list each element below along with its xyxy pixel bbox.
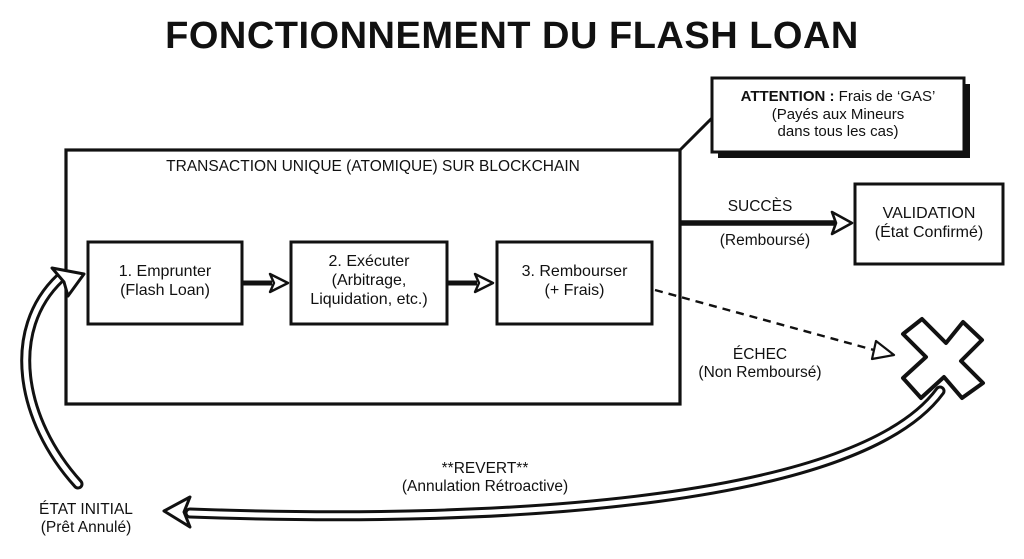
attention-gas: Frais de ‘GAS’ <box>838 88 936 105</box>
step-2-line1: 2. Exécuter <box>328 253 410 270</box>
attention-label: ATTENTION : <box>740 88 835 105</box>
step-3-line1: 3. Rembourser <box>521 263 628 280</box>
failure-line1: ÉCHEC <box>732 346 788 363</box>
step-1-label: 1. Emprunter (Flash Loan) <box>88 263 242 301</box>
revert-arrow <box>162 385 946 529</box>
validation-box <box>853 182 1005 266</box>
success-arrow <box>680 210 854 236</box>
initial-state-label: ÉTAT INITIAL (Prêt Annulé) <box>6 501 166 538</box>
step-3-line2: (+ Frais) <box>544 281 605 299</box>
initial-state-line1: ÉTAT INITIAL <box>39 501 133 518</box>
attention-callout-pointer <box>678 116 714 152</box>
step-2-line3: Liquidation, etc.) <box>310 290 428 308</box>
revert-line1: **REVERT** <box>441 460 529 477</box>
step-1-line2: (Flash Loan) <box>120 281 210 299</box>
step-1-to-2-arrow <box>242 272 290 294</box>
failure-x-icon <box>901 317 985 400</box>
loop-back-arrow <box>20 266 86 490</box>
step-2-label: 2. Exécuter (Arbitrage, Liquidation, etc… <box>291 253 447 310</box>
revert-label: **REVERT** (Annulation Rétroactive) <box>360 460 610 497</box>
transaction-label: TRANSACTION UNIQUE (ATOMIQUE) SUR BLOCKC… <box>166 158 580 175</box>
attention-line3: dans tous les cas) <box>777 123 899 141</box>
step-2-to-3-arrow <box>447 272 495 294</box>
step-3-box <box>495 240 654 326</box>
attention-line2: (Payés aux Mineurs <box>771 105 905 123</box>
success-sublabel: (Remboursé) <box>719 232 811 249</box>
step-3-label: 3. Rembourser (+ Frais) <box>497 263 652 301</box>
failure-label: ÉCHEC (Non Remboursé) <box>670 346 850 383</box>
attention-line1: ATTENTION : Frais de ‘GAS’ <box>712 88 964 106</box>
step-1-box <box>86 240 244 326</box>
failure-arrow <box>654 288 896 361</box>
attention-text: ATTENTION : Frais de ‘GAS’ (Payés aux Mi… <box>712 88 964 141</box>
step-1-line1: 1. Emprunter <box>118 263 212 280</box>
initial-state-line2: (Prêt Annulé) <box>40 519 132 537</box>
validation-line2: (État Confirmé) <box>874 223 984 241</box>
failure-line2: (Non Remboursé) <box>698 364 822 382</box>
validation-label: VALIDATION (État Confirmé) <box>855 205 1003 243</box>
validation-line1: VALIDATION <box>882 205 976 222</box>
attention-callout-box <box>710 76 970 158</box>
step-2-box <box>289 240 449 326</box>
page-title: FONCTIONNEMENT DU FLASH LOAN <box>165 15 859 57</box>
step-2-line2: (Arbitrage, <box>331 271 407 289</box>
revert-line2: (Annulation Rétroactive) <box>401 478 569 496</box>
success-label: SUCCÈS <box>727 198 793 215</box>
